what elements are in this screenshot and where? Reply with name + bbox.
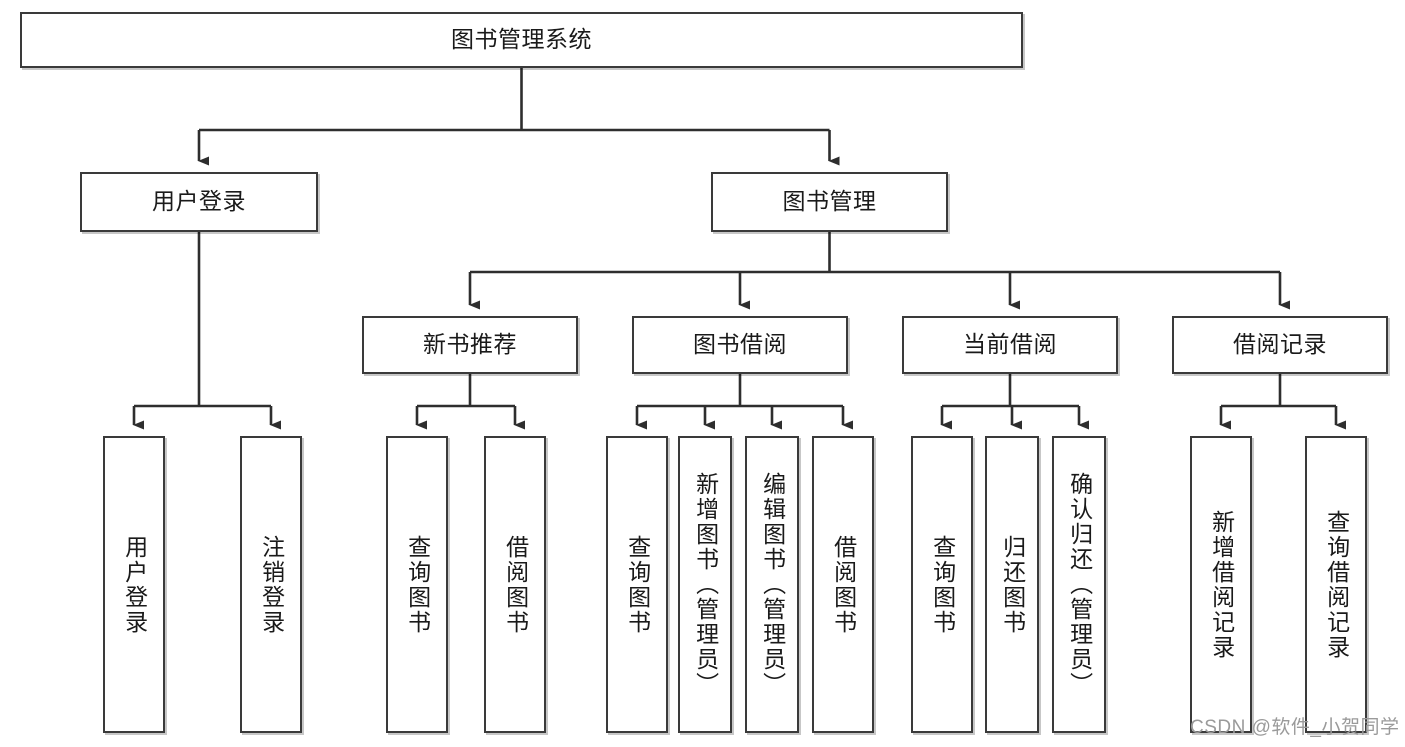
node-leaf-confirm-return[interactable]: 确认归还（管理员）	[1052, 436, 1106, 733]
node-label-leaf-add-book: 新增图书（管理员）	[692, 472, 719, 697]
node-leaf-add-record[interactable]: 新增借阅记录	[1190, 436, 1252, 733]
node-label-leaf-query-book-2: 查询图书	[624, 534, 651, 635]
node-leaf-query-record[interactable]: 查询借阅记录	[1305, 436, 1367, 733]
node-label-root: 图书管理系统	[451, 26, 592, 53]
node-leaf-edit-book[interactable]: 编辑图书（管理员）	[745, 436, 799, 733]
watermark-text: CSDN @软件_小贺同学	[1190, 717, 1400, 738]
node-root[interactable]: 图书管理系统	[20, 12, 1023, 68]
node-leaf-query-book-1[interactable]: 查询图书	[386, 436, 448, 733]
node-leaf-return-book[interactable]: 归还图书	[985, 436, 1039, 733]
node-leaf-query-book-3[interactable]: 查询图书	[911, 436, 973, 733]
node-book-manage[interactable]: 图书管理	[711, 172, 948, 232]
node-leaf-add-book[interactable]: 新增图书（管理员）	[678, 436, 732, 733]
node-label-leaf-query-record: 查询借阅记录	[1323, 509, 1350, 660]
node-leaf-user-logout[interactable]: 注销登录	[240, 436, 302, 733]
node-label-leaf-user-login: 用户登录	[121, 534, 148, 635]
node-label-leaf-query-book-3: 查询图书	[929, 534, 956, 635]
node-new-book-rec[interactable]: 新书推荐	[362, 316, 578, 374]
node-leaf-borrow-book-2[interactable]: 借阅图书	[812, 436, 874, 733]
node-label-new-book-rec: 新书推荐	[423, 331, 517, 358]
node-label-leaf-edit-book: 编辑图书（管理员）	[759, 472, 786, 697]
node-current-borrow[interactable]: 当前借阅	[902, 316, 1118, 374]
node-label-leaf-return-book: 归还图书	[999, 534, 1026, 635]
node-label-book-manage: 图书管理	[782, 188, 877, 215]
node-leaf-user-login[interactable]: 用户登录	[103, 436, 165, 733]
node-label-leaf-borrow-book-1: 借阅图书	[502, 534, 529, 635]
node-label-user-login: 用户登录	[152, 188, 246, 215]
node-label-leaf-add-record: 新增借阅记录	[1208, 509, 1235, 660]
node-book-borrow[interactable]: 图书借阅	[632, 316, 848, 374]
node-label-borrow-record: 借阅记录	[1233, 331, 1327, 358]
node-label-leaf-query-book-1: 查询图书	[404, 534, 431, 635]
node-label-leaf-user-logout: 注销登录	[258, 534, 285, 635]
node-label-leaf-borrow-book-2: 借阅图书	[830, 534, 857, 635]
node-label-leaf-confirm-return: 确认归还（管理员）	[1066, 472, 1093, 697]
node-leaf-query-book-2[interactable]: 查询图书	[606, 436, 668, 733]
node-leaf-borrow-book-1[interactable]: 借阅图书	[484, 436, 546, 733]
node-user-login[interactable]: 用户登录	[80, 172, 318, 232]
node-label-book-borrow: 图书借阅	[693, 331, 787, 358]
node-label-current-borrow: 当前借阅	[963, 331, 1057, 358]
node-borrow-record[interactable]: 借阅记录	[1172, 316, 1388, 374]
